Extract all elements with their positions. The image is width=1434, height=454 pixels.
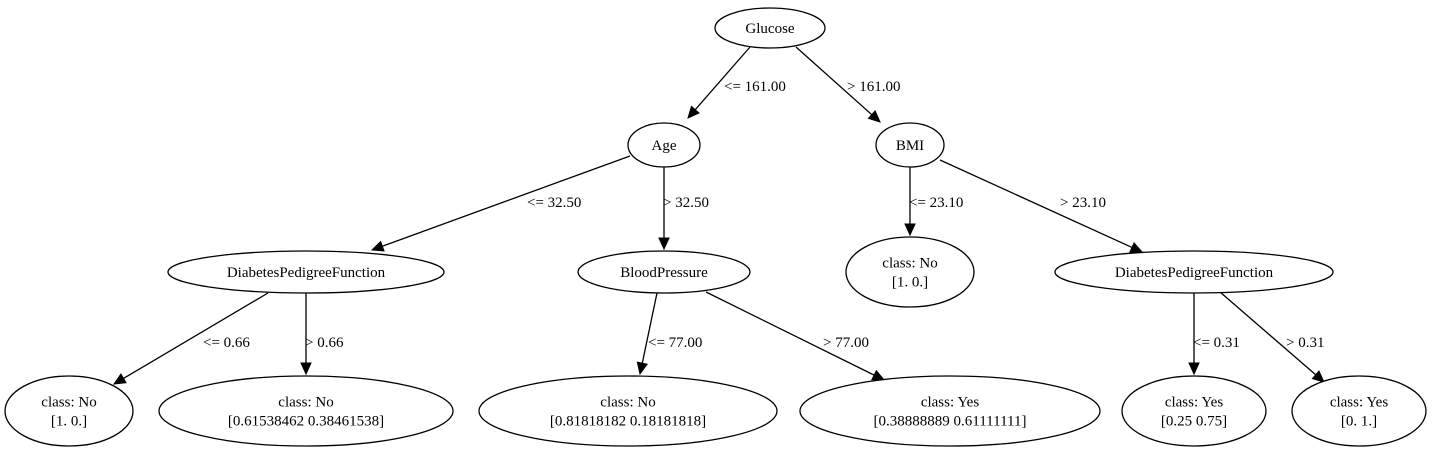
edge-e4-10: > 77.00 [705, 291, 886, 381]
feature-label: BMI [896, 138, 924, 154]
feature-label: Glucose [745, 21, 794, 37]
edge-e6-11: <= 0.31 [1188, 293, 1240, 376]
split-node-n3: DiabetesPedigreeFunction [167, 250, 445, 294]
feature-label: BloodPressure [620, 265, 708, 281]
edge-e3-8: > 0.66 [300, 293, 344, 376]
class-distribution: [0.81818182 0.18181818] [550, 414, 706, 430]
node-ellipse [875, 122, 945, 168]
class-label: class: Yes [1330, 395, 1389, 411]
node-ellipse [167, 250, 445, 294]
edge-e1-3: <= 32.50 [370, 155, 631, 252]
leaf-node-n7: class: No [1. 0.] [4, 375, 134, 447]
arrowhead-icon [1311, 370, 1325, 383]
arrowhead-icon [300, 362, 312, 376]
class-label: class: No [41, 395, 96, 411]
edge-e3-7: <= 0.66 [112, 292, 269, 385]
class-label: class: No [600, 395, 655, 411]
class-distribution: [0.38888889 0.61111111] [874, 414, 1027, 430]
leaf-node-n9: class: No [0.81818182 0.18181818] [478, 375, 778, 447]
class-label: class: Yes [921, 395, 980, 411]
feature-label: Age [652, 138, 677, 154]
split-node-n0: Glucose [714, 7, 826, 49]
node-ellipse [478, 375, 778, 447]
class-label: class: No [278, 395, 333, 411]
edge-e2-5: <= 23.10 [904, 167, 963, 237]
arrowhead-icon [1129, 241, 1144, 253]
leaf-node-n12: class: Yes [0. 1.] [1291, 375, 1427, 447]
edge-label: <= 23.10 [909, 195, 963, 211]
edge-e4-9: <= 77.00 [636, 292, 702, 376]
edge-label: <= 161.00 [724, 79, 786, 95]
arrowhead-icon [867, 110, 881, 123]
edge-e1-4: > 32.50 [658, 167, 709, 251]
arrowhead-icon [658, 237, 670, 251]
leaf-node-n5: class: No [1. 0.] [845, 236, 975, 308]
arrowhead-icon [370, 240, 385, 252]
edge-e0-1: <= 161.00 [687, 46, 786, 119]
split-node-n2: BMI [875, 122, 945, 168]
edge-line [694, 46, 751, 111]
class-distribution: [0. 1.] [1341, 414, 1377, 430]
class-distribution: [1. 0.] [892, 275, 928, 291]
edge-line [795, 46, 873, 116]
node-ellipse [845, 236, 975, 308]
arrowhead-icon [871, 369, 886, 381]
edge-line [939, 159, 1133, 249]
class-label: class: No [882, 256, 937, 272]
node-ellipse [577, 250, 751, 294]
edge-line [1219, 291, 1317, 376]
edge-label: > 32.50 [663, 195, 709, 211]
node-ellipse [158, 375, 454, 447]
arrowhead-icon [904, 223, 916, 237]
node-ellipse [627, 122, 701, 168]
edge-line [123, 292, 269, 379]
feature-label: DiabetesPedigreeFunction [1115, 265, 1274, 281]
class-distribution: [0.61538462 0.38461538] [228, 414, 384, 430]
node-ellipse [1121, 375, 1267, 447]
leaf-node-n11: class: Yes [0.25 0.75] [1121, 375, 1267, 447]
leaf-node-n8: class: No [0.61538462 0.38461538] [158, 375, 454, 447]
edge-label: <= 32.50 [527, 195, 581, 211]
edge-line [641, 292, 658, 364]
edge-e2-6: > 23.10 [939, 159, 1144, 253]
node-ellipse [4, 375, 134, 447]
edge-label: > 161.00 [847, 79, 900, 95]
split-node-n1: Age [627, 122, 701, 168]
class-distribution: [0.25 0.75] [1161, 414, 1227, 430]
edge-label: <= 0.31 [1193, 335, 1240, 351]
leaf-node-n10: class: Yes [0.38888889 0.61111111] [799, 375, 1101, 447]
arrowhead-icon [112, 373, 127, 385]
feature-label: DiabetesPedigreeFunction [227, 265, 386, 281]
node-ellipse [1291, 375, 1427, 447]
split-node-n6: DiabetesPedigreeFunction [1054, 250, 1334, 294]
edge-label: > 23.10 [1060, 195, 1106, 211]
class-distribution: [1. 0.] [51, 414, 87, 430]
edge-line [382, 155, 631, 247]
split-node-n4: BloodPressure [577, 250, 751, 294]
class-label: class: Yes [1165, 395, 1224, 411]
edge-label: > 0.31 [1286, 335, 1324, 351]
edge-line [705, 291, 875, 376]
edges-layer: <= 161.00 > 161.00 <= 32.50 > 32.50 <= 23.10… [112, 46, 1325, 385]
node-ellipse [1054, 250, 1334, 294]
edge-label: <= 77.00 [648, 335, 702, 351]
edge-label: > 0.66 [305, 335, 344, 351]
node-ellipse [799, 375, 1101, 447]
node-ellipse [714, 7, 826, 49]
arrowhead-icon [1188, 362, 1200, 376]
edge-label: > 77.00 [823, 335, 869, 351]
edge-e0-2: > 161.00 [795, 46, 900, 123]
edge-label: <= 0.66 [203, 335, 250, 351]
edge-e6-12: > 0.31 [1219, 291, 1325, 383]
arrowhead-icon [687, 105, 700, 119]
arrowhead-icon [636, 361, 649, 376]
